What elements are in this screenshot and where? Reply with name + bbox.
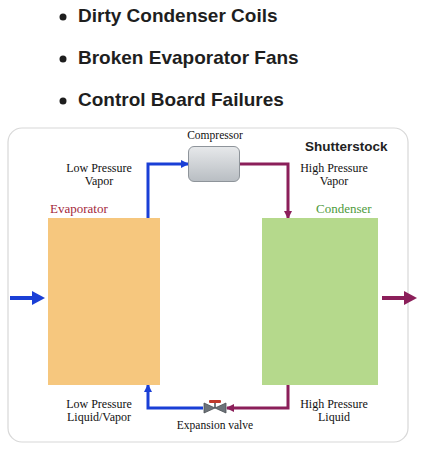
valve-symbol [203,400,227,416]
inlet-arrow [10,291,45,305]
edge-label: Low Pressure Liquid/Vapor [58,398,140,424]
diagram-panel [8,128,408,442]
bullet-dot [60,14,67,21]
evaporator-coil: Evaporator [48,218,160,385]
bullet-dot [60,98,67,105]
refrigerant-line [148,385,203,408]
bullet-dot [60,56,67,63]
edge-label: High Pressure Liquid [296,398,372,424]
node-label: Evaporator [50,201,108,217]
refrigerant-line [240,164,288,218]
bullet-item: Control Board Failures [78,89,284,111]
node-label: Expansion valve [177,419,253,431]
refrigerant-line [227,385,288,408]
watermark: Shutterstock [305,139,425,154]
node-label: Compressor [187,129,243,141]
outlet-arrow [382,291,417,305]
edge-label: High Pressure Vapor [296,162,372,188]
compressor: Compressor [188,146,240,182]
condenser-coil: Condenser [262,218,378,385]
edge-label: Low Pressure Vapor [60,162,138,188]
node-label: Condenser [316,201,372,217]
expansion-valve: Expansion valve [203,400,227,416]
bullet-item: Broken Evaporator Fans [78,47,299,69]
bullet-item: Dirty Condenser Coils [78,5,278,27]
refrigerant-line [148,164,188,218]
